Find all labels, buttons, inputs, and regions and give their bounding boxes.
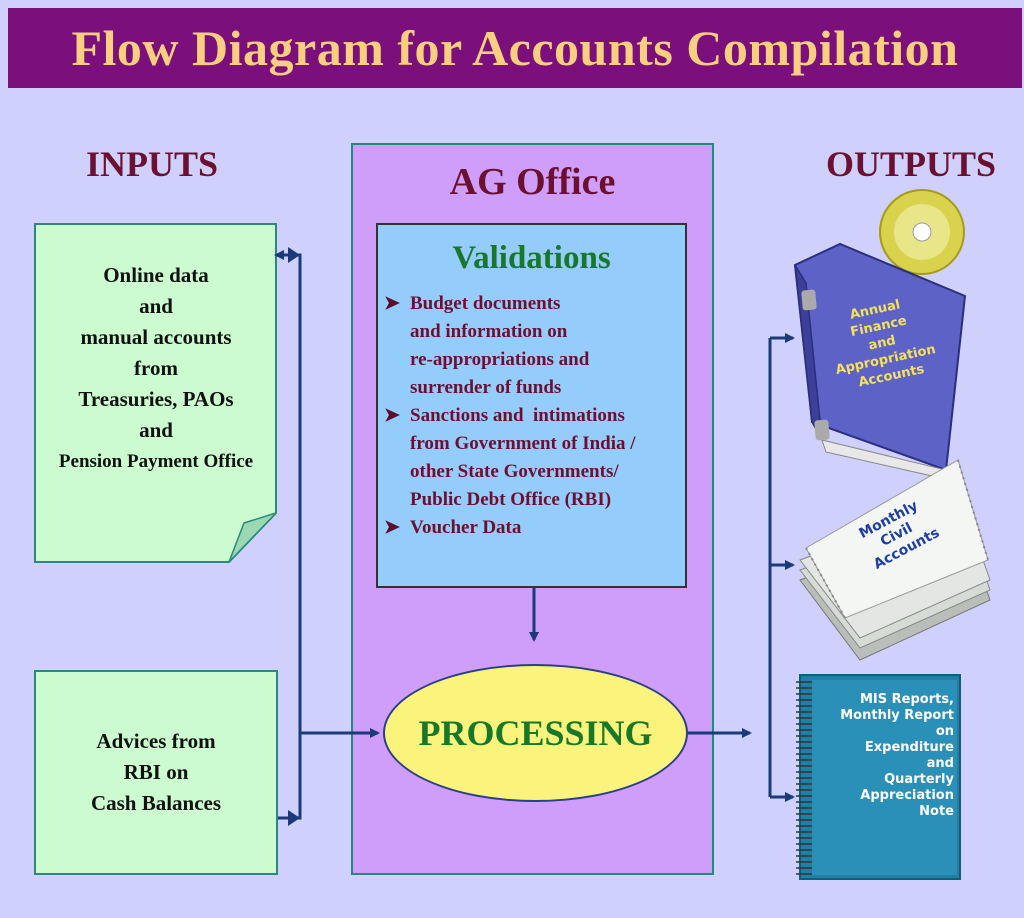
list-item: ➤ Voucher Data (384, 514, 684, 542)
ag-office-title: AG Office (449, 161, 616, 203)
mis-line: and (926, 756, 954, 771)
inputs-heading: INPUTS (86, 144, 219, 184)
input-line: Online data (103, 262, 209, 287)
arrow-bullet-icon: ➤ (384, 517, 400, 538)
mis-line: on (935, 724, 954, 739)
validations-list: ➤ Budget documents and information on re… (384, 290, 684, 542)
list-item-line: Public Debt Office (RBI) (410, 489, 612, 510)
mis-line: Expenditure (864, 740, 954, 755)
rbi-advices-input: Advices from RBI on Cash Balances (34, 670, 278, 875)
mis-line: Monthly Report (840, 708, 954, 723)
input-bracket-line (278, 253, 302, 820)
mis-line: Note (919, 804, 954, 819)
arrow-bullet-icon: ➤ (384, 405, 400, 426)
input-line: and (139, 417, 173, 442)
processing-ellipse: PROCESSING (383, 664, 688, 802)
mis-line: MIS Reports, (859, 692, 954, 707)
list-item-line: from Government of India / (410, 433, 636, 454)
input-line: Pension Payment Office (58, 450, 254, 472)
input-line: RBI on (123, 760, 189, 784)
list-item-line: Sanctions and intimations (410, 405, 625, 426)
svg-text:Annual Finance and: Annual Finance and Appropriation Account… (824, 291, 945, 394)
outputs-heading: OUTPUTS (826, 144, 997, 184)
arrow-bullet-icon: ➤ (384, 293, 400, 314)
mis-reports-notebook-icon (799, 674, 961, 880)
validations-box (376, 223, 687, 588)
input-line: Treasuries, PAOs (78, 386, 234, 411)
list-item: ➤ Sanctions and intimations from Governm… (384, 402, 684, 514)
list-item-line: other State Governments/ (410, 461, 619, 482)
online-data-page-shape (34, 223, 277, 563)
title-bar: Flow Diagram for Accounts Compilation (8, 8, 1022, 88)
input-line: Advices from (96, 729, 216, 753)
monthly-civil-accounts-paper-icon (799, 459, 991, 661)
input-line: and (139, 293, 173, 318)
list-item-line: re-appropriations and (410, 349, 590, 370)
mis-line: Quarterly (884, 772, 954, 787)
input-line: from (134, 355, 178, 380)
online-data-input: Online data and manual accounts from Tre… (34, 223, 278, 513)
list-item-line: Budget documents (410, 293, 561, 314)
page-title: Flow Diagram for Accounts Compilation (71, 20, 959, 76)
validations-title: Validations (452, 240, 611, 276)
processing-label: PROCESSING (418, 713, 653, 753)
input-line: manual accounts (80, 324, 232, 349)
mis-line: Appreciation (860, 788, 954, 803)
book-label: and (867, 333, 897, 353)
mis-reports-label: MIS Reports, Monthly Report on Expenditu… (818, 692, 954, 820)
list-item-line: Voucher Data (410, 517, 522, 538)
notebook-spiral (796, 681, 812, 875)
cd-disc-icon (879, 189, 965, 275)
input-line: Cash Balances (90, 791, 222, 815)
annual-accounts-book-icon (793, 242, 967, 481)
list-item: ➤ Budget documents and information on re… (384, 290, 684, 402)
list-item-line: surrender of funds (410, 377, 562, 398)
list-item-line: and information on (410, 321, 568, 342)
